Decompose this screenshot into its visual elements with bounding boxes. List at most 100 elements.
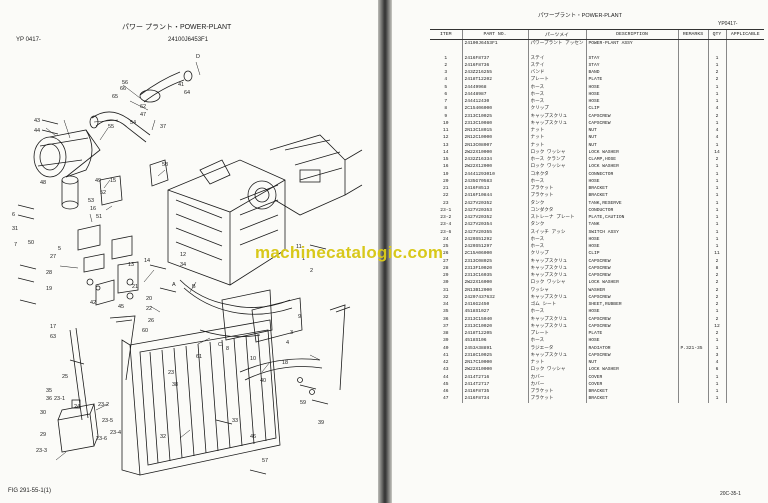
table-cell [725, 170, 764, 178]
callout-number: 41 [178, 82, 185, 88]
table-cell: 16 [442, 164, 449, 170]
callout-number: 23-4 [110, 430, 122, 436]
table-cell: 27 [442, 258, 449, 264]
callout-number: 39 [318, 420, 325, 426]
table-cell: ホース [527, 243, 586, 251]
table-cell: LOCK WASHER [585, 163, 678, 171]
exploded-parts-diagram [17, 61, 363, 476]
table-cell: 2N12C10000 [461, 134, 528, 142]
table-cell: 2313C10020 [461, 322, 528, 330]
table-cell [677, 221, 708, 229]
table-cell [677, 47, 708, 55]
table-cell: SHEET,RUBBER [585, 301, 678, 309]
callout-number: 23-1 [54, 396, 66, 402]
table-cell [677, 380, 708, 388]
table-cell: HOSE [585, 243, 678, 251]
engine-block [167, 159, 286, 286]
table-cell [725, 163, 764, 171]
table-cell: CAPSCREW [585, 322, 678, 330]
callout-number: 9 [298, 314, 302, 320]
table-cell: タンク [527, 199, 586, 207]
table-cell: 1 [707, 119, 726, 127]
table-cell: NUT [585, 141, 678, 149]
table-cell: ホース [527, 308, 586, 316]
table-cell: ブラケット [527, 388, 586, 396]
table-cell [677, 61, 708, 69]
table-cell: ブラケット [527, 395, 586, 403]
table-cell: 1 [707, 221, 726, 229]
table-cell: 6 [444, 91, 448, 97]
table-cell: 15 [442, 157, 449, 162]
table-cell [725, 250, 764, 258]
table-cell [677, 337, 708, 345]
table-cell [677, 83, 708, 91]
table-cell [725, 119, 764, 127]
table-cell: CONDUCTOR [585, 206, 678, 214]
table-cell: 46 [442, 389, 449, 394]
table-cell: スイッチ アッシ [527, 228, 586, 236]
table-cell: PLATE [585, 330, 678, 338]
table-cell: 22 [442, 193, 449, 199]
callout-number: 7 [14, 242, 18, 248]
table-cell [677, 156, 708, 164]
table-cell [725, 221, 764, 229]
table-cell: 2432Z16334 [461, 156, 528, 164]
table-cell: 1 [707, 177, 726, 185]
table-cell [677, 272, 708, 280]
callout-number: 16 [90, 206, 97, 212]
table-cell [677, 373, 708, 381]
table-cell [677, 199, 708, 207]
table-cell [725, 134, 764, 142]
table-cell [677, 228, 708, 236]
callout-number: 58 [162, 162, 169, 168]
table-cell: 1 [707, 199, 726, 207]
table-cell [725, 330, 764, 338]
table-cell: HOSE [585, 83, 678, 91]
table-cell [461, 47, 528, 55]
table-cell [725, 141, 764, 149]
callout-number: 1 [302, 256, 306, 262]
callout-number: 8 [226, 346, 230, 352]
table-cell [725, 206, 764, 214]
table-cell: 1 [444, 55, 448, 61]
table-cell: ラジエータ [527, 344, 586, 352]
table-cell: 2313C16035 [461, 272, 528, 280]
table-cell: カバー [527, 380, 586, 388]
table-cell: 2 [707, 301, 726, 309]
table-cell: HOSE [585, 308, 678, 316]
table-cell: 2N13B12000 [461, 286, 528, 294]
table-cell: 3 [707, 351, 726, 359]
table-cell [725, 112, 764, 120]
table-cell: 2416F8513 [461, 185, 528, 193]
page-title: パワープラント・POWER-PLANT [538, 13, 623, 19]
table-cell: 2420S51297 [461, 243, 528, 251]
table-cell: ホース [527, 337, 586, 345]
table-cell: ホース クランプ [527, 156, 586, 164]
table-cell: キャップスクリュ [527, 257, 586, 265]
leader-lines [45, 61, 321, 461]
table-cell: 243Z216255 [461, 69, 528, 77]
table-cell: 2416G2450 [461, 301, 528, 309]
callout-number: C [218, 342, 222, 348]
table-cell: HOSE [585, 177, 678, 185]
table-cell: 1 [707, 243, 726, 251]
table-cell: 2W22X16000 [461, 279, 528, 287]
table-cell: 43 [442, 367, 449, 373]
intake-hose [89, 70, 193, 143]
watermark: machinecatalogic.com [255, 243, 444, 262]
table-cell: 28 [442, 265, 449, 271]
table-cell: 2418T12202 [461, 76, 528, 84]
table-cell [725, 388, 764, 396]
table-cell [725, 301, 764, 309]
table-cell: NUT [585, 359, 678, 367]
callout-number: 10 [250, 356, 257, 362]
table-cell [677, 279, 708, 287]
